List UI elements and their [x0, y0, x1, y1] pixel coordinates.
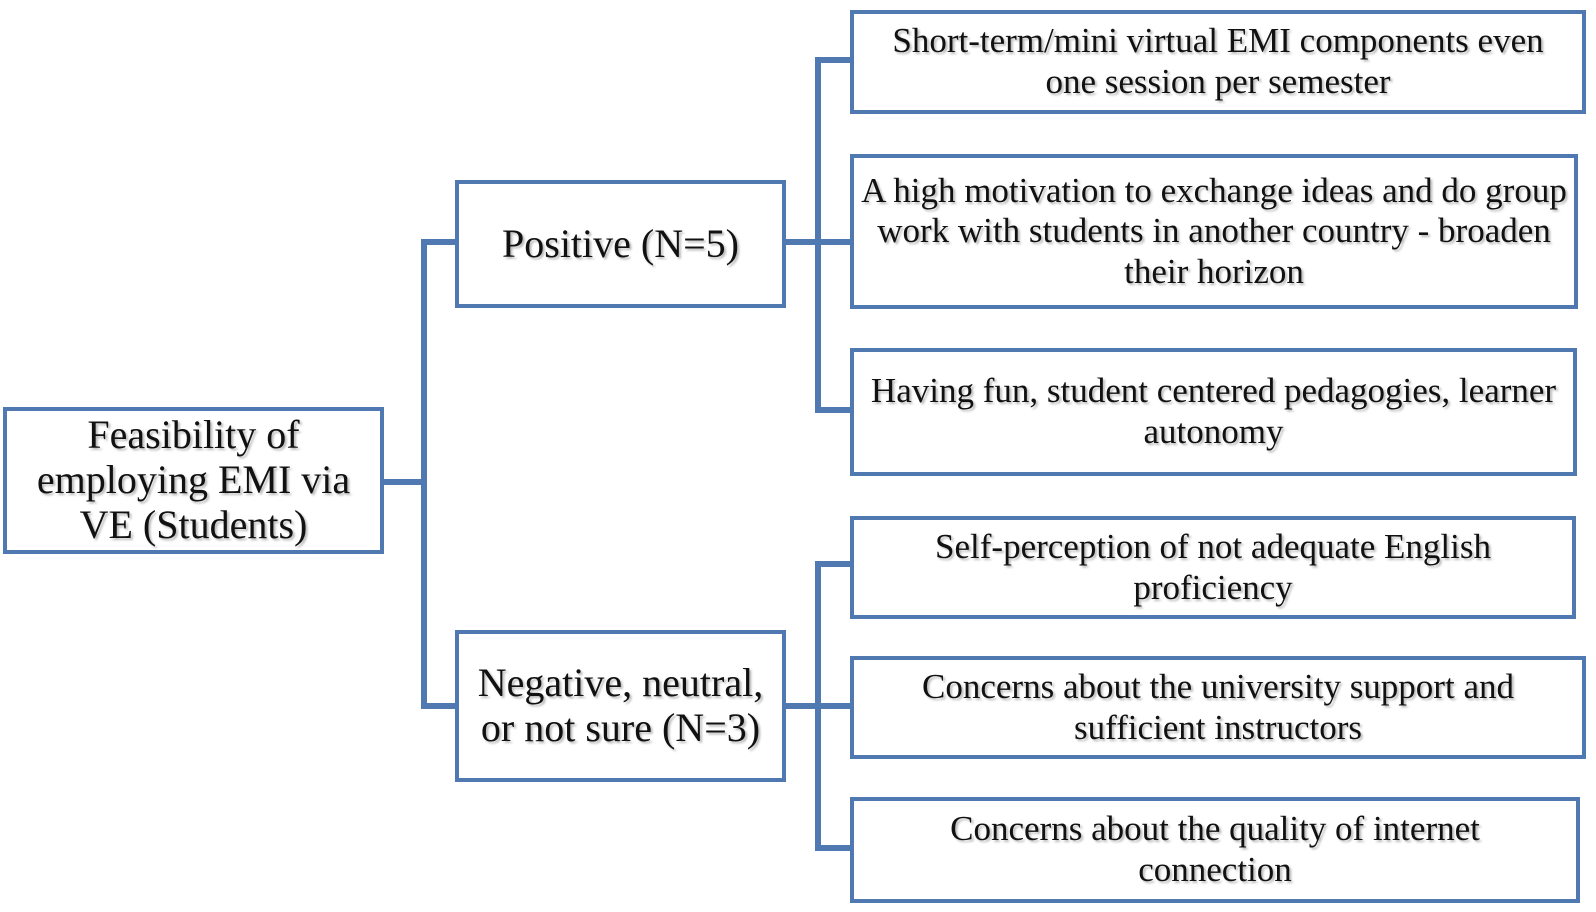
- root-label: Feasibility of employing EMI via VE (Stu…: [36, 412, 351, 547]
- leaf-node-negative-1: Self-perception of not adequate English …: [850, 516, 1576, 619]
- leaf-label: Concerns about the university support an…: [922, 666, 1514, 747]
- connector-negative: [783, 561, 853, 851]
- group-label-negative: Negative, neutral, or not sure (N=3): [477, 660, 764, 750]
- leaf-label: Concerns about the quality of internet c…: [950, 809, 1480, 889]
- leaf-node-negative-3: Concerns about the quality of internet c…: [850, 797, 1580, 903]
- leaf-node-positive-3: Having fun, student centered pedagogies,…: [850, 348, 1577, 476]
- leaf-label: Short-term/mini virtual EMI components e…: [892, 21, 1544, 101]
- leaf-node-negative-2: Concerns about the university support an…: [850, 656, 1586, 759]
- leaf-label: Self-perception of not adequate English …: [935, 526, 1491, 607]
- group-node-negative: Negative, neutral, or not sure (N=3): [455, 630, 786, 782]
- leaf-node-positive-2: A high motivation to exchange ideas and …: [850, 154, 1578, 309]
- connector-root: [381, 239, 458, 709]
- group-label-positive: Positive (N=5): [502, 220, 739, 266]
- root-node: Feasibility of employing EMI via VE (Stu…: [3, 407, 384, 554]
- group-node-positive: Positive (N=5): [455, 180, 786, 308]
- leaf-node-positive-1: Short-term/mini virtual EMI components e…: [850, 10, 1586, 114]
- connector-positive: [783, 57, 853, 413]
- leaf-label: Having fun, student centered pedagogies,…: [870, 371, 1557, 451]
- leaf-label: A high motivation to exchange ideas and …: [861, 170, 1567, 291]
